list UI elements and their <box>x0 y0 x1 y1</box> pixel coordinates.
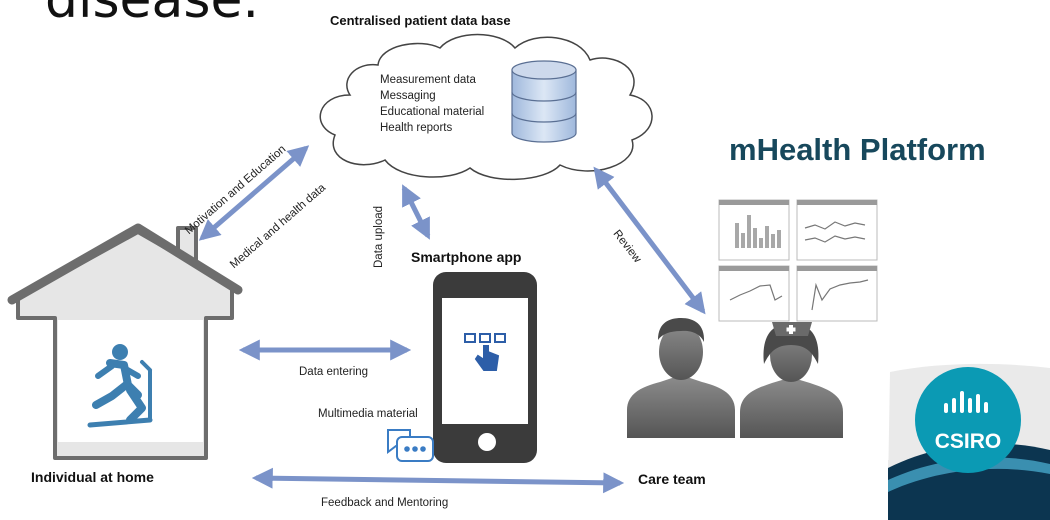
arrow-home-careteam <box>251 467 625 494</box>
care-team-label: Care team <box>638 471 706 487</box>
database-items: Measurement data Messaging Educational m… <box>380 72 484 136</box>
smartphone-label: Smartphone app <box>411 249 522 265</box>
database-item: Measurement data <box>380 74 476 86</box>
arrow-cloud-phone <box>401 184 431 240</box>
home-label: Individual at home <box>31 469 154 485</box>
database-icon <box>511 60 577 143</box>
male-doctor-icon <box>627 318 735 438</box>
platform-label: mHealth Platform <box>729 132 986 167</box>
flow-label-entering: Data entering <box>299 366 369 378</box>
house-icon <box>7 223 243 460</box>
csiro-logo: CSIRO <box>888 363 1050 520</box>
cloud-database <box>319 33 653 181</box>
title-fragment: disease. <box>45 0 260 30</box>
database-item: Health reports <box>380 122 453 134</box>
flow-label-upload: Data upload <box>373 205 385 268</box>
treadmill-runner-icon <box>87 344 153 428</box>
smartphone-icon <box>433 272 537 463</box>
health-reports-thumbnails <box>718 199 878 322</box>
flow-label-multimedia: Multimedia material <box>318 408 418 420</box>
database-item: Educational material <box>380 106 485 118</box>
arrow-home-cloud <box>198 145 310 241</box>
flow-label-feedback: Feedback and Mentoring <box>321 497 449 509</box>
multimedia-chat-icon <box>387 429 434 462</box>
arrow-cloud-careteam <box>593 166 706 315</box>
nurse-icon <box>740 322 843 438</box>
app-touch-icon <box>464 333 506 371</box>
csiro-logo-text: CSIRO <box>935 430 1002 453</box>
database-item: Messaging <box>380 90 436 102</box>
database-title: Centralised patient data base <box>330 13 511 28</box>
